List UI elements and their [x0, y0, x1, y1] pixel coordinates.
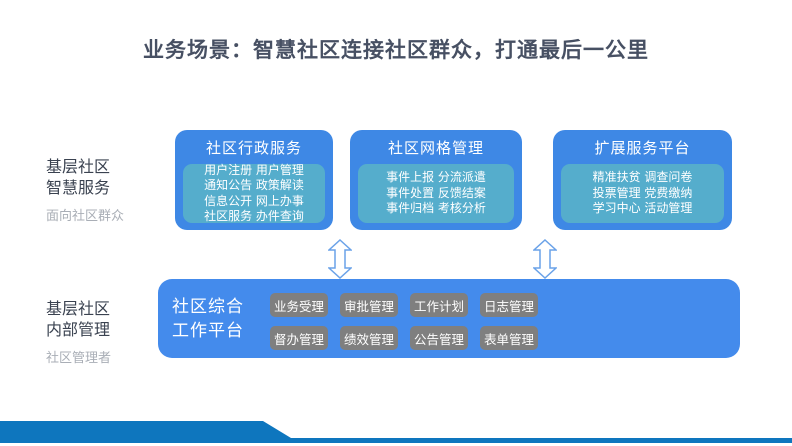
service-box-community-admin: 社区行政服务 用户注册 用户管理 通知公告 政策解读 信息公开 网上办事 社区服… — [175, 130, 333, 230]
label-smart-services-audience: 面向社区群众 — [46, 209, 125, 224]
platform-title-line2: 工作平台 — [172, 320, 244, 341]
service-item: 社区服务 办件查询 — [204, 209, 304, 223]
platform-modules: 业务受理 审批管理 工作计划 日志管理 督办管理 绩效管理 公告管理 表单管理 — [270, 293, 538, 350]
module-chip-business-acceptance: 业务受理 — [270, 293, 328, 317]
label-smart-services: 基层社区 智慧服务 面向社区群众 — [46, 156, 166, 224]
service-item: 精准扶贫 调查问卷 — [592, 170, 693, 185]
label-smart-services-line1: 基层社区 — [46, 157, 111, 176]
label-smart-services-line2: 智慧服务 — [46, 178, 111, 197]
label-internal-management-line1: 基层社区 — [46, 299, 111, 318]
service-box-items: 用户注册 用户管理 通知公告 政策解读 信息公开 网上办事 社区服务 办件查询 — [183, 162, 325, 223]
service-box-items: 事件上报 分流派遣 事件处置 反馈结案 事件归档 考核分析 — [358, 164, 514, 223]
service-box-title: 社区行政服务 — [205, 138, 302, 157]
module-chip-performance-management: 绩效管理 — [340, 326, 398, 350]
service-item: 事件处置 反馈结案 — [386, 185, 486, 200]
page-title: 业务场景：智慧社区连接社区群众，打通最后一公里 — [143, 38, 649, 62]
label-internal-management-line2: 内部管理 — [46, 320, 111, 339]
module-chip-approval-management: 审批管理 — [340, 293, 398, 317]
service-item: 学习中心 活动管理 — [592, 201, 693, 216]
service-box-title: 扩展服务平台 — [594, 138, 691, 157]
module-chip-work-plan: 工作计划 — [410, 293, 468, 317]
service-item: 信息公开 网上办事 — [204, 193, 304, 208]
updown-arrow-icon — [328, 239, 352, 279]
module-chip-supervision-management: 督办管理 — [270, 326, 328, 350]
service-item: 投票管理 党费缴纳 — [592, 185, 693, 200]
service-box-extended-platform: 扩展服务平台 精准扶贫 调查问卷 投票管理 党费缴纳 学习中心 活动管理 — [553, 130, 732, 230]
label-internal-management: 基层社区 内部管理 社区管理者 — [46, 298, 166, 366]
module-chip-log-management: 日志管理 — [480, 293, 538, 317]
service-item: 用户注册 用户管理 — [204, 162, 304, 177]
platform-bar: 社区综合 工作平台 业务受理 审批管理 工作计划 日志管理 督办管理 绩效管理 … — [158, 279, 740, 358]
updown-arrow-icon — [533, 239, 557, 279]
service-box-items: 精准扶贫 调查问卷 投票管理 党费缴纳 学习中心 活动管理 — [561, 164, 724, 223]
bottom-ribbon-decoration — [0, 421, 792, 443]
module-chip-form-management: 表单管理 — [480, 326, 538, 350]
platform-title: 社区综合 工作平台 — [172, 279, 244, 358]
service-item: 事件归档 考核分析 — [386, 201, 486, 216]
label-internal-management-audience: 社区管理者 — [46, 351, 112, 366]
module-chip-announcement-management: 公告管理 — [410, 326, 468, 350]
service-item: 通知公告 政策解读 — [204, 178, 304, 192]
platform-title-line1: 社区综合 — [172, 296, 244, 317]
service-box-grid-management: 社区网格管理 事件上报 分流派遣 事件处置 反馈结案 事件归档 考核分析 — [350, 130, 522, 230]
service-item: 事件上报 分流派遣 — [386, 170, 486, 185]
service-box-title: 社区网格管理 — [387, 138, 484, 157]
